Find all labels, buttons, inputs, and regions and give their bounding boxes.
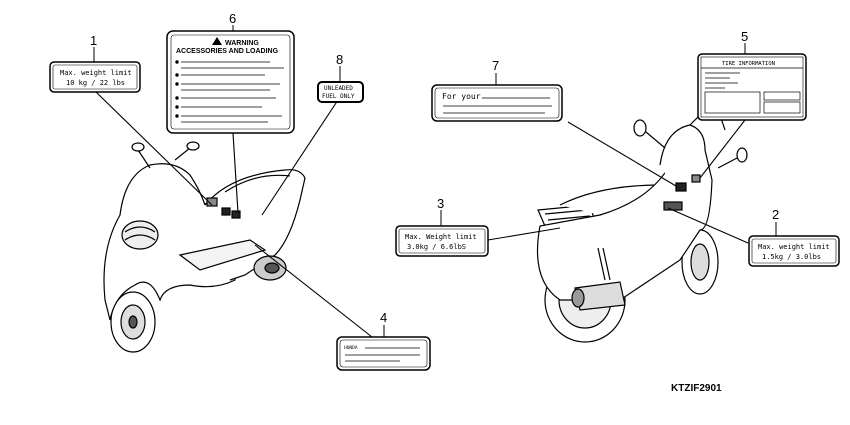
warning-icon [212, 37, 222, 45]
label-3-line-2: 3.0kg / 6.6lbS [407, 243, 466, 251]
callout-6: 6 [229, 11, 236, 26]
label-3-max-weight: Max. Weight limit 3.0kg / 6.6lbS [395, 225, 489, 257]
label-1-max-weight: Max. weight limit 10 kg / 22 lbs [49, 61, 141, 93]
label-1-line-2: 10 kg / 22 lbs [66, 79, 125, 87]
callout-1: 1 [90, 33, 97, 48]
label-6-warning: WARNING ACCESSORIES AND LOADING [166, 30, 295, 134]
label-4-honda-plate: HONDA [336, 336, 431, 371]
label-1-line-1: Max. weight limit [60, 69, 132, 77]
label-8-line-1: UNLEADED [324, 85, 353, 92]
label-2-line-2: 1.5kg / 3.0lbs [762, 253, 821, 261]
label-6-title-2: ACCESSORIES AND LOADING [176, 48, 279, 55]
leader-line-3 [487, 227, 561, 241]
label-8-line-2: FUEL ONLY [322, 93, 355, 100]
label-7-for-your: For your [431, 84, 563, 122]
scooter-front-view [103, 141, 306, 353]
label-3-line-1: Max. Weight limit [405, 233, 477, 241]
leader-line-2 [667, 207, 749, 244]
callout-7: 7 [492, 58, 499, 73]
leader-line-4 [254, 244, 373, 338]
leader-line-5 [699, 119, 746, 179]
callout-3: 3 [437, 196, 444, 211]
label-2-max-weight: Max. weight limit 1.5kg / 3.0lbs [748, 235, 840, 267]
callout-numbers [93, 25, 777, 337]
label-7-text: For your [442, 92, 481, 101]
label-6-title-1: WARNING [225, 40, 259, 47]
callout-8: 8 [336, 52, 343, 67]
label-2-line-1: Max. weight limit [758, 243, 830, 251]
label-5-title: TIRE INFORMATION [722, 61, 775, 67]
callout-2: 2 [772, 207, 779, 222]
leader-line-6 [232, 132, 239, 214]
callout-5: 5 [741, 29, 748, 44]
leader-line-1 [95, 91, 213, 206]
leader-line-8 [261, 99, 339, 216]
callout-4: 4 [380, 310, 387, 325]
label-4-brand: HONDA [344, 345, 358, 351]
leader-line-7 [567, 121, 677, 187]
leader-lines [95, 91, 749, 338]
label-5-tire-information: TIRE INFORMATION [697, 53, 807, 121]
diagram-code: KTZIF2901 [671, 383, 722, 394]
label-8-unleaded: UNLEADED FUEL ONLY [317, 81, 364, 103]
scooter-rear-view [536, 111, 748, 343]
